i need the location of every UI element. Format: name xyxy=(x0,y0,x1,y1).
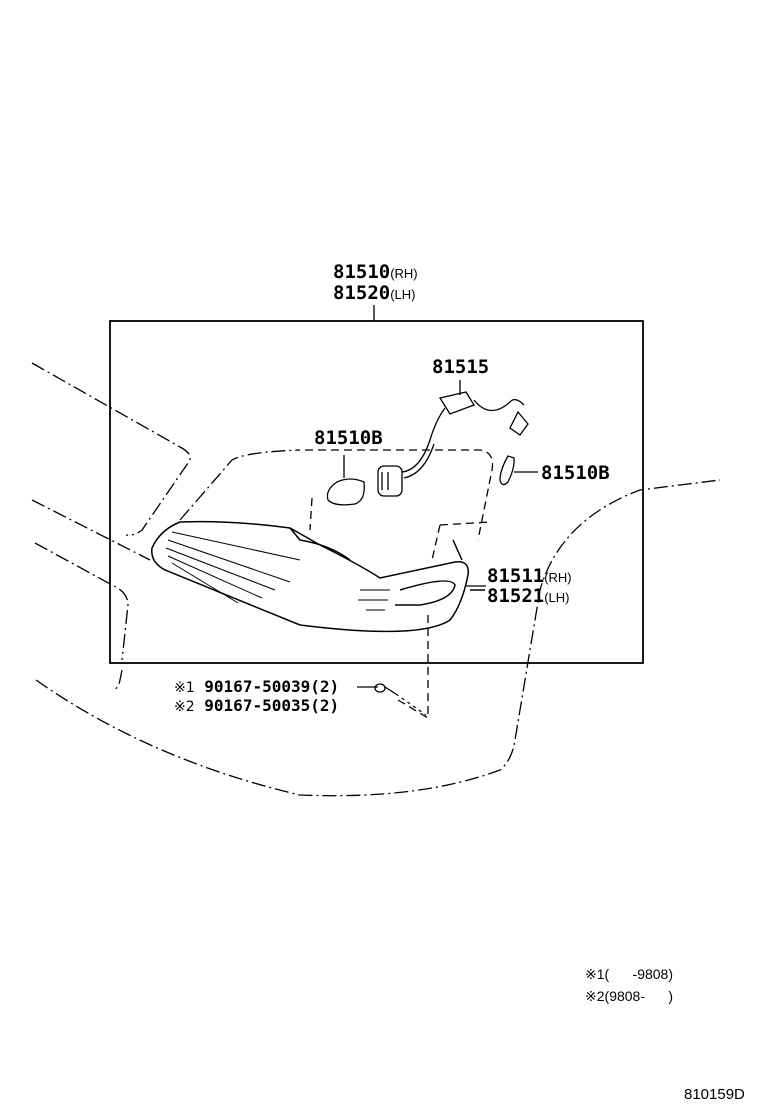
assembly-label-lh: 81520(LH) xyxy=(333,283,415,305)
side-suffix: (LH) xyxy=(544,590,570,605)
bulb-left-label: 81510B xyxy=(314,427,383,449)
screw xyxy=(357,683,427,716)
screw-label-2: ※2 90167-50035(2) xyxy=(174,696,340,715)
side-suffix: (LH) xyxy=(390,287,416,302)
bulb-left xyxy=(326,455,365,506)
bulb-right-label: 81510B xyxy=(541,462,610,484)
side-suffix: (RH) xyxy=(544,570,572,585)
part-number: 81510 xyxy=(333,261,391,283)
part-number: 81511 xyxy=(487,565,545,587)
socket-wire xyxy=(377,380,529,497)
part-number: 81521 xyxy=(487,585,545,607)
body-outline-lines xyxy=(31,362,721,797)
lens-shape xyxy=(151,520,485,633)
figure-number: 810159D xyxy=(684,1086,745,1103)
assembly-label-rh: 81510(RH) xyxy=(333,262,418,284)
side-suffix: (RH) xyxy=(390,266,418,281)
screw-label-1: ※1 90167-50039(2) xyxy=(174,677,340,696)
housing-outline xyxy=(305,449,494,719)
part-number: 81520 xyxy=(333,282,391,304)
assembly-frame xyxy=(109,320,644,664)
lens-label-lh: 81521(LH) xyxy=(487,586,569,608)
footnote-1: ※1( -9808) xyxy=(585,966,673,982)
lens-label-rh: 81511(RH) xyxy=(487,566,572,588)
footnote-2: ※2(9808- ) xyxy=(585,988,673,1004)
bulb-right xyxy=(499,455,538,486)
socket-wire-label: 81515 xyxy=(432,356,490,378)
